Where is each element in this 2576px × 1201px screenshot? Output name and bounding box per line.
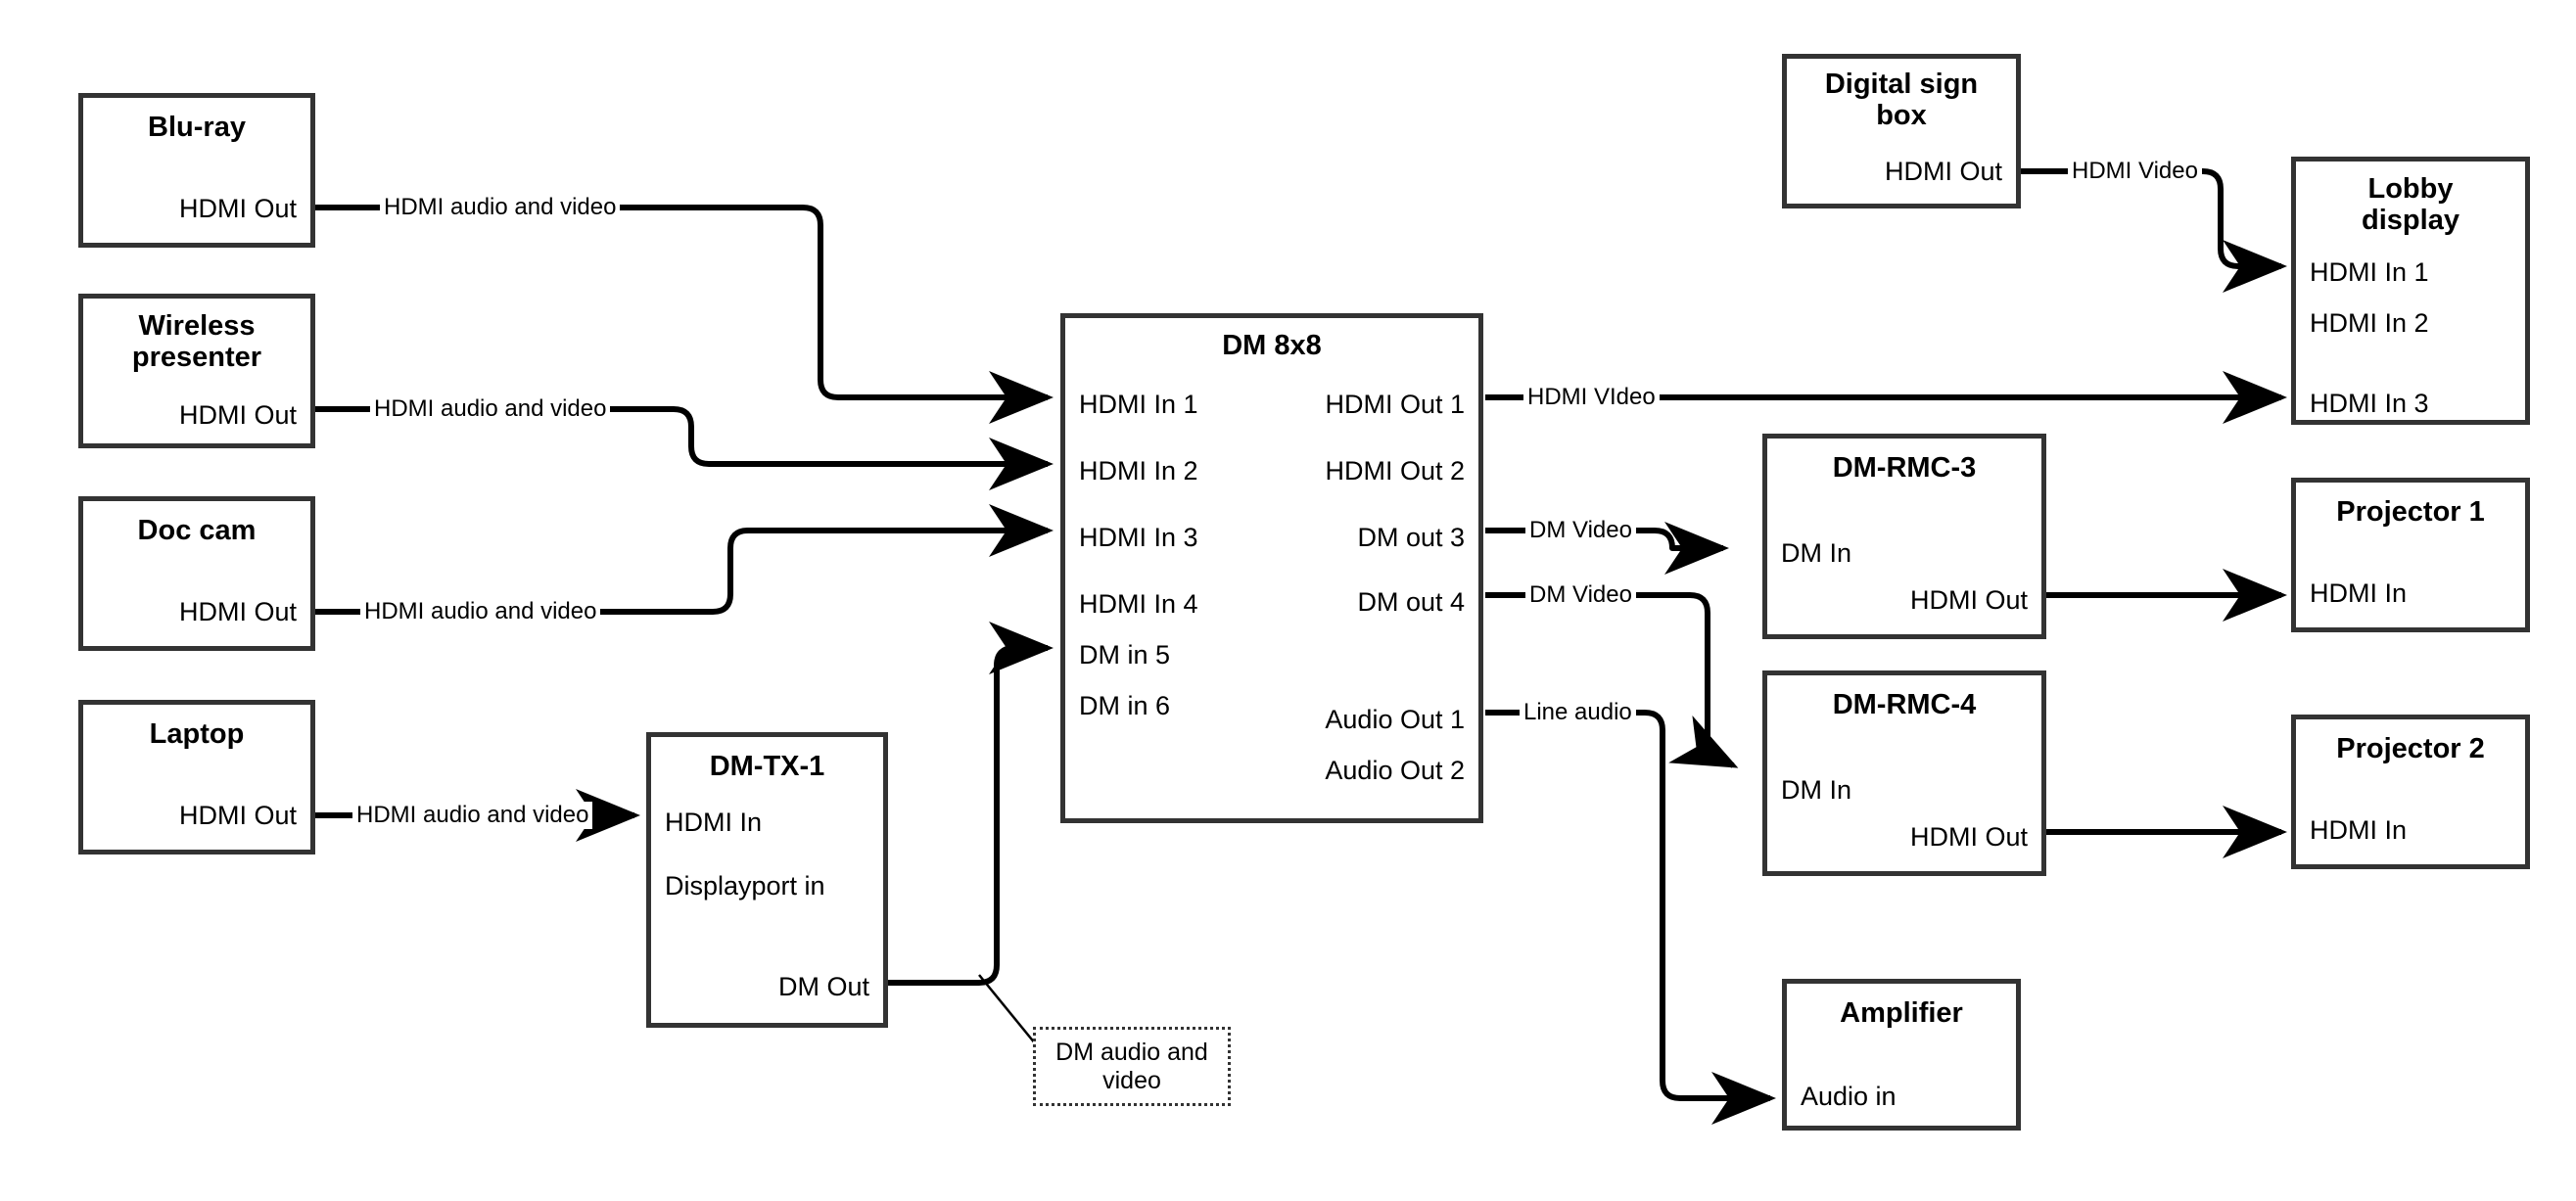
port-hdmi-in: HDMI In [2310,578,2408,608]
node-projector-1[interactable]: Projector 1 HDMI In [2291,478,2530,632]
wire-label-hdmi-video-sign: HDMI Video [2068,158,2202,185]
wire-label-doccam: HDMI audio and video [360,598,601,625]
node-title: Laptop [149,718,245,750]
port-hdmi-out: HDMI Out [178,194,297,223]
node-doc-cam[interactable]: Doc cam HDMI Out [78,496,315,651]
node-title: DM-TX-1 [709,751,825,782]
node-title: DM 8x8 [1222,330,1322,361]
node-blu-ray[interactable]: Blu-ray HDMI Out [78,93,315,248]
wire-doccam-to-dm-in3 [315,504,1054,615]
node-title: DM-RMC-3 [1832,452,1977,484]
port-dm-in-5: DM in 5 [1079,640,1171,670]
wire-dmout3-to-rmc3 [1485,522,1729,575]
note-leader-line [978,974,1041,1050]
node-title: Doc cam [137,515,257,546]
node-dm-tx-1[interactable]: DM-TX-1 HDMI In Displayport in DM Out [646,732,888,1028]
port-hdmi-out: HDMI Out [178,400,297,430]
node-title: Digital sign box [1824,69,1979,132]
port-hdmi-out-1: HDMI Out 1 [1325,390,1465,419]
port-dm-in: DM In [1781,775,1852,805]
port-hdmi-out: HDMI Out [1909,585,2028,615]
port-hdmi-out-2: HDMI Out 2 [1325,456,1465,485]
wire-label-line-audio: Line audio [1520,699,1636,726]
node-title: Amplifier [1840,997,1963,1029]
node-title: Blu-ray [148,112,246,143]
port-displayport-in: Displayport in [665,871,825,901]
wire-audioout1-to-amp [1485,710,1776,1125]
node-amplifier[interactable]: Amplifier Audio in [1782,979,2021,1131]
port-hdmi-out: HDMI Out [1909,822,2028,852]
node-title: Projector 2 [2336,733,2485,764]
port-hdmi-out: HDMI Out [178,597,297,626]
port-audio-out-2: Audio Out 2 [1325,756,1465,785]
wire-label-wireless: HDMI audio and video [370,395,611,423]
node-laptop[interactable]: Laptop HDMI Out [78,700,315,855]
port-audio-in: Audio in [1801,1082,1897,1111]
port-hdmi-in-2: HDMI In 2 [2310,308,2429,338]
wire-label-laptop: HDMI audio and video [352,802,593,829]
port-hdmi-out: HDMI Out [1884,157,2002,186]
node-title: DM-RMC-4 [1832,689,1977,720]
wire-wireless-to-dm-in2 [315,406,1054,490]
node-title: Wireless presenter [131,310,262,374]
note-dm-audio-and-video: DM audio and video [1033,1027,1231,1106]
port-hdmi-in: HDMI In [665,808,763,837]
node-digital-sign-box[interactable]: Digital sign box HDMI Out [1782,54,2021,208]
node-projector-2[interactable]: Projector 2 HDMI In [2291,715,2530,869]
port-hdmi-in-3: HDMI In 3 [1079,523,1198,552]
node-dm-8x8[interactable]: DM 8x8 HDMI In 1 HDMI In 2 HDMI In 3 HDM… [1060,313,1483,823]
port-hdmi-in: HDMI In [2310,815,2408,845]
port-audio-out-1: Audio Out 1 [1325,705,1465,734]
wire-label-hdmi-out-1: HDMI VIdeo [1523,384,1660,411]
port-dm-out: DM Out [777,972,869,1001]
node-dm-rmc-4[interactable]: DM-RMC-4 DM In HDMI Out [1762,670,2046,876]
port-hdmi-in-3: HDMI In 3 [2310,389,2429,418]
wire-label-dm-out-4: DM Video [1525,581,1636,609]
port-hdmi-out: HDMI Out [178,801,297,830]
wire-dmout4-to-rmc4 [1485,592,1739,768]
port-hdmi-in-1: HDMI In 1 [1079,390,1198,419]
wire-label-dm-out-3: DM Video [1525,517,1636,544]
node-title: Projector 1 [2336,496,2485,528]
wire-dmtx-to-dm-in5 [888,622,1054,986]
port-dm-in-6: DM in 6 [1079,691,1171,720]
node-lobby-display[interactable]: Lobby display HDMI In 1 HDMI In 2 HDMI I… [2291,157,2530,425]
port-hdmi-in-1: HDMI In 1 [2310,257,2429,287]
port-dm-out-4: DM out 4 [1357,587,1465,617]
wire-bluray-to-dm-in1 [315,205,1054,424]
port-hdmi-in-4: HDMI In 4 [1079,589,1198,619]
node-wireless-presenter[interactable]: Wireless presenter HDMI Out [78,294,315,448]
node-dm-rmc-3[interactable]: DM-RMC-3 DM In HDMI Out [1762,434,2046,639]
node-title: Lobby display [2362,173,2459,237]
wire-label-bluray: HDMI audio and video [380,194,621,221]
wire-sign-to-lobby-in1 [2021,168,2287,293]
port-dm-in: DM In [1781,538,1852,568]
port-hdmi-in-2: HDMI In 2 [1079,456,1198,485]
port-dm-out-3: DM out 3 [1357,523,1465,552]
